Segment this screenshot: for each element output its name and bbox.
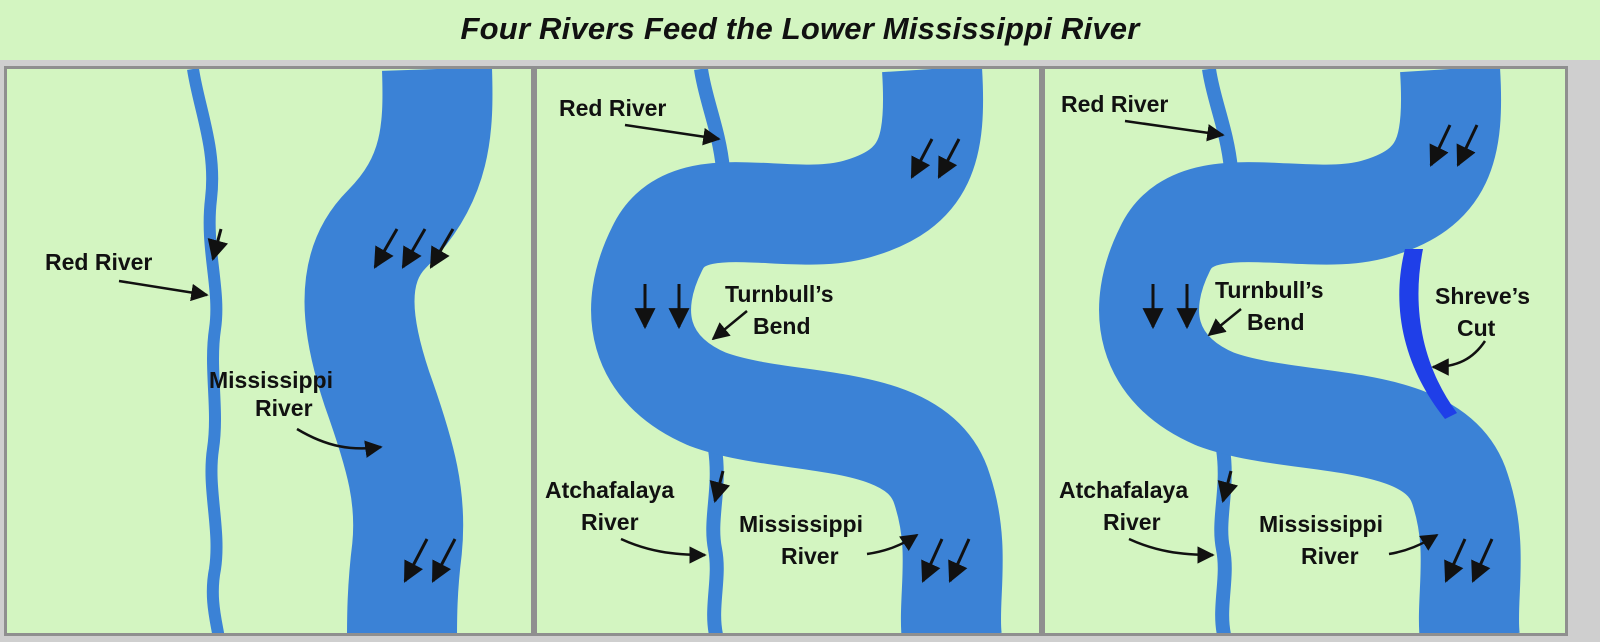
- label-mississippi-line-1: Mississippi: [209, 367, 333, 393]
- label-turnbulls-bend-line-1: Turnbull’s: [1215, 277, 1324, 303]
- mississippi-river-channel: [304, 69, 493, 633]
- red-river-channel: [1202, 69, 1238, 170]
- title-bar: Four Rivers Feed the Lower Mississippi R…: [0, 0, 1600, 58]
- flow-arrow: [1444, 538, 1467, 583]
- flow-arrow: [431, 538, 457, 583]
- flow-arrow: [1456, 124, 1479, 167]
- red-river-pointer: [1124, 119, 1225, 142]
- label-red-river: Red River: [559, 95, 667, 121]
- panel-before-map: [118, 69, 493, 633]
- turnbulls-bend-pointer: [1207, 308, 1242, 337]
- flow-arrow: [403, 538, 429, 583]
- shreves-cut-channel: [1399, 249, 1457, 419]
- flow-arrow: [373, 228, 399, 269]
- mississippi-river-pointer: [866, 533, 919, 556]
- label-turnbulls-bend-line-2: Bend: [1247, 309, 1305, 335]
- panel-shreves-cut-map: [1099, 69, 1521, 633]
- red-river-pointer: [624, 123, 721, 146]
- label-atchafalaya-line-1: Atchafalaya: [1059, 477, 1189, 503]
- label-turnbulls-bend-line-1: Turnbull’s: [725, 281, 834, 307]
- panel-turnbulls-bend-map: [591, 69, 1003, 633]
- label-turnbulls-bend-line-2: Bend: [753, 313, 811, 339]
- label-shreves-cut-line-1: Shreve’s: [1435, 283, 1531, 309]
- flow-arrow: [429, 228, 455, 269]
- mississippi-river-pointer: [1388, 533, 1439, 556]
- turnbulls-bend-pointer: [711, 310, 748, 341]
- diagram-title: Four Rivers Feed the Lower Mississippi R…: [460, 11, 1140, 46]
- panel-turnbulls-bend: Red River Turnbull’s Bend Atchafalaya Ri…: [534, 66, 1042, 636]
- flow-arrow: [1471, 538, 1494, 583]
- label-mississippi-line-1: Mississippi: [1259, 511, 1383, 537]
- flow-arrow: [910, 138, 934, 179]
- flow-arrow: [1217, 470, 1239, 504]
- mississippi-river-pointer: [296, 427, 383, 458]
- mississippi-river-channel: [1099, 69, 1521, 633]
- label-mississippi-line-1: Mississippi: [739, 511, 863, 537]
- red-river-channel: [187, 69, 225, 633]
- shreves-cut-pointer: [1431, 340, 1487, 376]
- red-river-pointer: [118, 279, 209, 302]
- flow-arrow: [207, 228, 229, 262]
- panel-before: Red River Mississippi River: [4, 66, 534, 636]
- atchafalaya-river-pointer: [620, 537, 707, 564]
- atchafalaya-river-channel: [1214, 447, 1232, 633]
- flow-arrow: [1429, 124, 1452, 167]
- label-mississippi-line-2: River: [781, 543, 839, 569]
- label-shreves-cut-line-2: Cut: [1457, 315, 1496, 341]
- atchafalaya-river-pointer: [1128, 537, 1215, 564]
- flow-arrow: [921, 538, 944, 583]
- label-atchafalaya-line-1: Atchafalaya: [545, 477, 675, 503]
- label-red-river: Red River: [1061, 91, 1169, 117]
- label-atchafalaya-line-2: River: [1103, 509, 1161, 535]
- label-red-river: Red River: [45, 249, 153, 275]
- red-river-channel: [694, 69, 730, 170]
- flow-arrow: [401, 228, 427, 269]
- label-mississippi-line-2: River: [255, 395, 313, 421]
- flow-arrow: [948, 538, 971, 583]
- panel-shreves-cut: Red River Turnbull’s Bend Shreve’s Cut A…: [1042, 66, 1568, 636]
- flow-arrow: [709, 470, 731, 504]
- mississippi-river-channel: [591, 69, 1003, 633]
- label-atchafalaya-line-2: River: [581, 509, 639, 535]
- flow-arrow: [937, 138, 961, 179]
- label-mississippi-line-2: River: [1301, 543, 1359, 569]
- atchafalaya-river-channel: [706, 447, 724, 633]
